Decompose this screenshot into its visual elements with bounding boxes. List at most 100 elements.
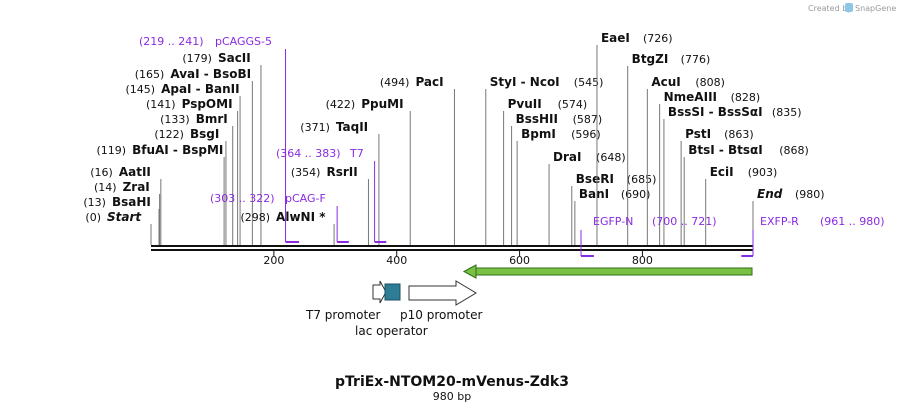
enzyme-site: RsrII (354) (291, 165, 369, 245)
enzyme-name: BsgI (190, 127, 219, 141)
enzyme-position: (835) (772, 106, 802, 119)
enzyme-site: BssSI - BssSαI (835) (663, 105, 802, 245)
enzyme-site: Start (0) (85, 210, 152, 245)
enzyme-position: (422) (326, 98, 356, 111)
enzyme-site: BssHII(587) (511, 112, 602, 245)
enzyme-position: (596) (571, 128, 601, 141)
axis-tick-label: 600 (509, 254, 530, 267)
enzyme-name: SacII (218, 51, 251, 65)
enzyme-site: NmeAIII(828) (659, 90, 760, 245)
enzyme-site: BmrI(133) (160, 112, 234, 245)
enzyme-position: (122) (154, 128, 184, 141)
enzyme-name: AvaI - BsoBI (170, 67, 251, 81)
primer-site: (700 .. 721) EGFP-N (580, 215, 717, 257)
plasmid-title: pTriEx-NTOM20-mVenus-Zdk3 (335, 374, 569, 390)
axis-tick-label: 200 (263, 254, 284, 267)
enzyme-position: (903) (748, 166, 778, 179)
enzyme-position: (776) (681, 53, 711, 66)
enzyme-name: PvuII (508, 97, 542, 111)
enzyme-name: End (757, 187, 783, 201)
enzyme-position: (868) (779, 144, 809, 157)
credit-prefix: Created by (808, 4, 852, 13)
enzyme-name: AlwNI * (276, 210, 326, 224)
primer-sites: (219 .. 241) pCAGGS-5 (364 .. 383)T7(303 .… (139, 35, 885, 257)
enzyme-name: BfuAI - BspMI (132, 143, 223, 157)
p10-promoter-label: p10 promoter (400, 308, 482, 322)
enzyme-position: (808) (695, 76, 725, 89)
enzyme-name: RsrII (326, 165, 357, 179)
enzyme-name: PpuMI (361, 97, 403, 111)
enzyme-name: BtgZI (632, 52, 669, 66)
p10-promoter-feature (408, 280, 477, 306)
primer-range: (219 .. 241) (139, 35, 204, 48)
enzyme-site: ZraI (14) (94, 180, 161, 245)
enzyme-name: Start (107, 210, 142, 224)
enzyme-sites: Start(0)BsaHI(13)ZraI(14)AatII(16)BfuAI … (83, 31, 825, 245)
enzyme-name: PspOMI (182, 97, 233, 111)
enzyme-name: BmrI (196, 112, 228, 126)
enzyme-name: BssHII (516, 112, 558, 126)
enzyme-site: PvuII(574) (503, 97, 587, 245)
enzyme-name: StyI - NcoI (490, 75, 560, 89)
enzyme-site: BfuAI - BspMI (119) (97, 143, 225, 245)
enzyme-position: (371) (300, 121, 330, 134)
primer-site: (364 .. 383)T7 (276, 147, 387, 243)
enzyme-position: (119) (97, 144, 127, 157)
enzyme-name: EciI (710, 165, 734, 179)
enzyme-name: BanI (579, 187, 609, 201)
enzyme-position: (298) (240, 211, 270, 224)
enzyme-name: ZraI (123, 180, 150, 194)
enzyme-site: BseRI (685) (571, 172, 657, 245)
lac-operator-label: lac operator (355, 324, 428, 338)
enzyme-position: (0) (85, 211, 101, 224)
primer-name: EGFP-N (593, 215, 633, 228)
enzyme-position: (141) (146, 98, 176, 111)
backbone (151, 245, 753, 251)
enzyme-site: AlwNI * (298) (240, 210, 335, 245)
enzyme-name: BpmI (521, 127, 556, 141)
enzyme-position: (165) (135, 68, 165, 81)
credit-brand: SnapGene (855, 4, 896, 13)
plasmid-length: 980 bp (433, 390, 471, 403)
primer-range: (303 .. 322) (210, 192, 275, 205)
enzyme-name: BtsI - BtsαI (688, 143, 763, 157)
enzyme-site: AcuI (808) (646, 75, 725, 245)
enzyme-name: AatII (119, 165, 151, 179)
enzyme-position: (545) (574, 76, 604, 89)
enzyme-site: BtsI - BtsαI (868) (683, 143, 809, 245)
enzyme-position: (14) (94, 181, 117, 194)
t7-promoter-feature (372, 280, 387, 304)
t7-promoter-label: T7 promoter (305, 308, 381, 322)
primer-site: (219 .. 241) pCAGGS-5 (139, 35, 300, 243)
enzyme-site: PpuMI (422) (326, 97, 411, 245)
primer-name: pCAGGS-5 (215, 35, 272, 48)
enzyme-name: BseRI (576, 172, 614, 186)
enzyme-site: EciI (903) (705, 165, 778, 245)
enzyme-site: AatII (16) (90, 165, 162, 245)
enzyme-name: DraI (553, 150, 581, 164)
enzyme-position: (685) (627, 173, 657, 186)
enzyme-position: (980) (795, 188, 825, 201)
enzyme-site: EaeI (726) (596, 31, 673, 245)
enzyme-site: ApaI - BanII(145) (125, 82, 241, 245)
enzyme-position: (863) (724, 128, 754, 141)
enzyme-name: AcuI (651, 75, 680, 89)
primer-range: (700 .. 721) (652, 215, 717, 228)
enzyme-position: (354) (291, 166, 321, 179)
primer-site: (961 .. 980)EXFP-R (741, 215, 885, 257)
orf-arrow (462, 264, 753, 279)
enzyme-site: BsaHI(13) (83, 195, 160, 245)
enzyme-name: EaeI (601, 31, 630, 45)
enzyme-position: (16) (90, 166, 113, 179)
enzyme-name: BsaHI (112, 195, 151, 209)
enzyme-site: BsgI (122) (154, 127, 227, 245)
enzyme-name: BssSI - BssSαI (668, 105, 763, 119)
enzyme-site: PstI(863) (680, 127, 754, 245)
enzyme-position: (726) (643, 32, 673, 45)
enzyme-site: BpmI (596) (516, 127, 601, 245)
enzyme-site: BanI(690) (574, 187, 650, 245)
snapgene-logo-icon (845, 3, 853, 12)
enzyme-position: (648) (596, 151, 626, 164)
